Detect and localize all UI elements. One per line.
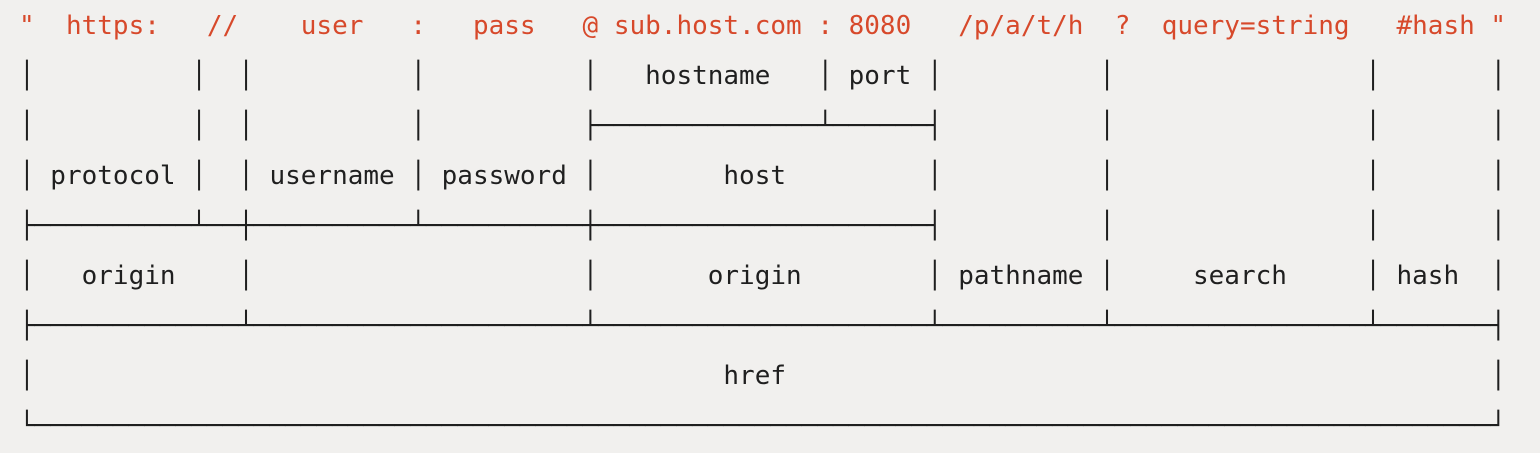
- diagram-row-hostname-port: │ │ │ │ │ hostname │ port │ │ │ │: [19, 61, 1507, 91]
- diagram-row-origin-pathname-search-hash: │ origin │ │ origin │ pathname │ search …: [19, 261, 1507, 291]
- diagram-row-protocol-username-password-host: │ protocol │ │ username │ password │ hos…: [19, 161, 1507, 191]
- diagram-row-full-width-bracket: ├─────────────┴─────────────────────┴───…: [19, 311, 1507, 341]
- diagram-row-host-bracket: │ │ │ │ ├──────────────┴──────┤ │ │ │: [19, 111, 1507, 141]
- diagram-row-href: │ href │: [19, 361, 1507, 391]
- url-example-string: " https: // user : pass @ sub.host.com :…: [19, 11, 1507, 41]
- diagram-row-origin-bracket: ├──────────┴──┼──────────┴──────────┼───…: [19, 211, 1507, 241]
- diagram-row-bottom-border: └───────────────────────────────────────…: [19, 411, 1507, 441]
